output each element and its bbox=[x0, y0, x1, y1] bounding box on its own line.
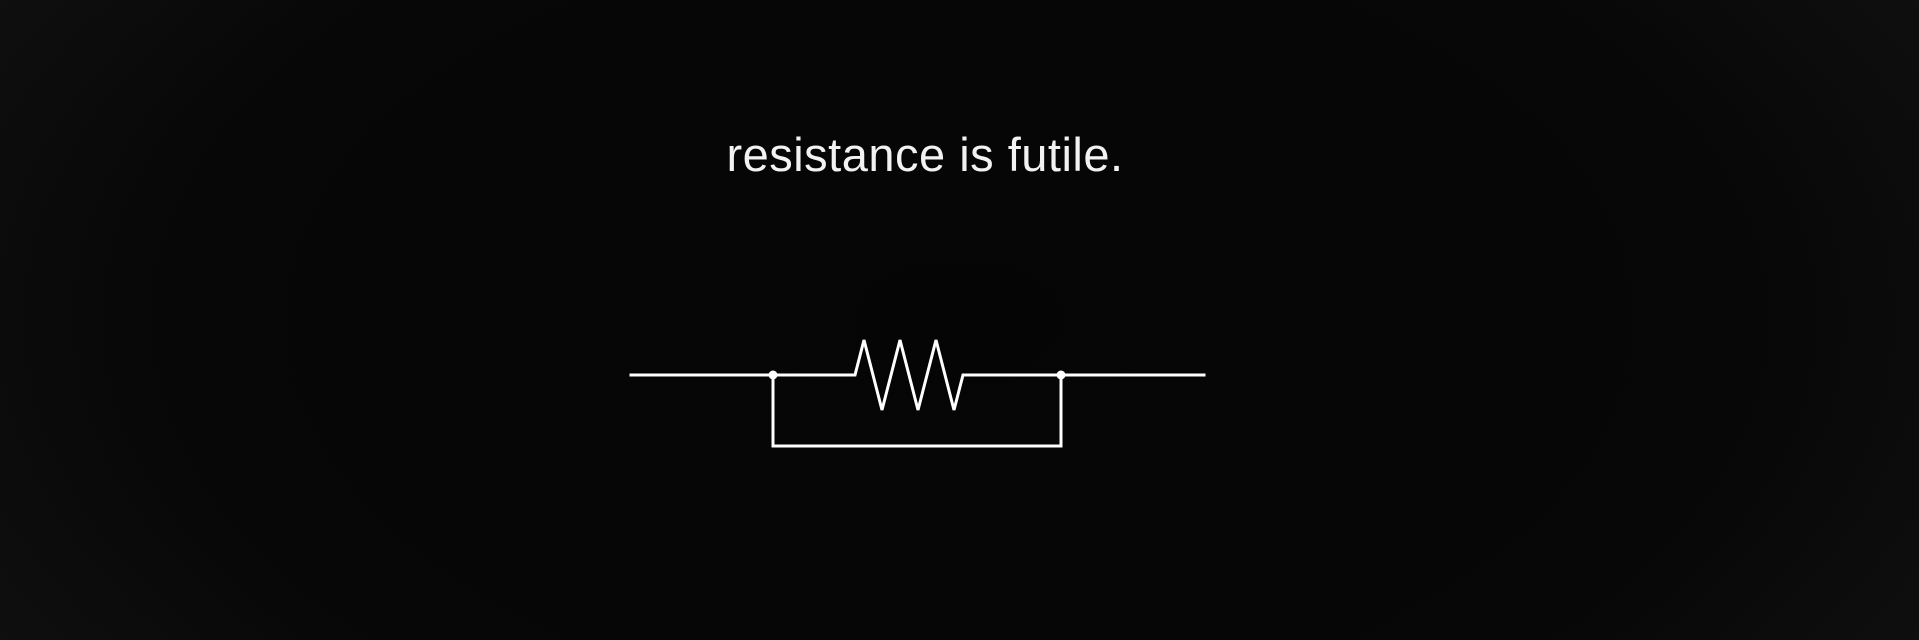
right-junction-node bbox=[1056, 370, 1066, 380]
left-junction-node bbox=[768, 370, 778, 380]
short-circuit-bypass-wire bbox=[771, 373, 1063, 448]
caption-text: resistance is futile. bbox=[726, 128, 1124, 181]
resistor-zigzag-icon bbox=[771, 339, 1063, 411]
